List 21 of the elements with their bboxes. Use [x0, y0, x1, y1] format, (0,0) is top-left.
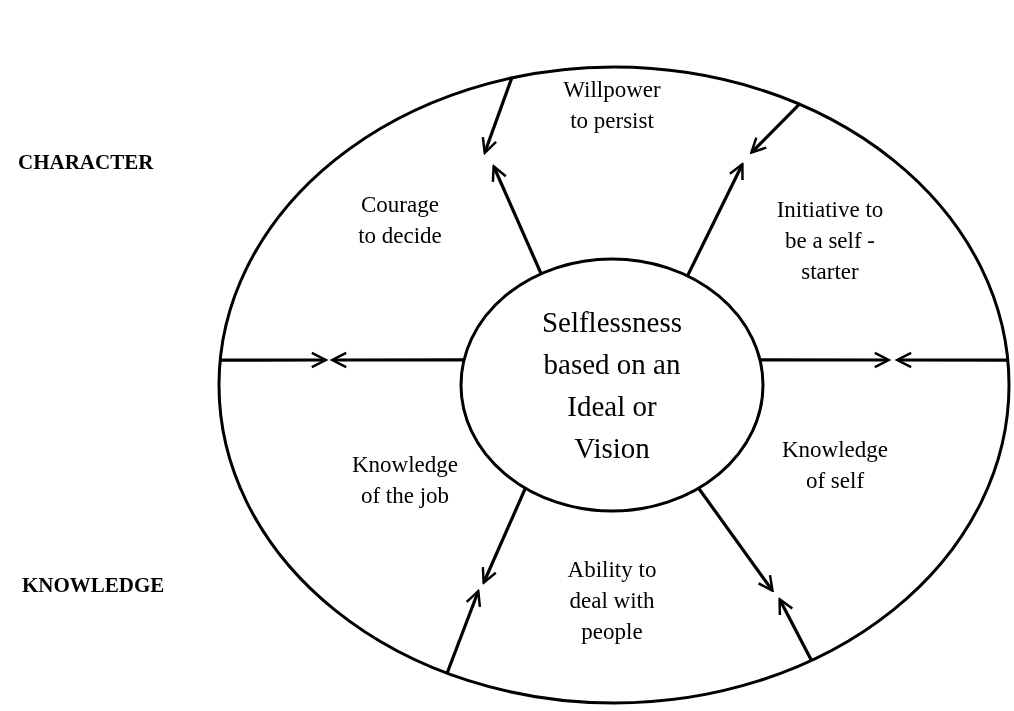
sector-label: Ability to deal with people — [558, 553, 666, 647]
arrow — [778, 598, 813, 662]
sector-label: Willpower to persist — [556, 74, 668, 136]
arrow — [481, 487, 527, 585]
arrow — [697, 487, 774, 592]
arrow — [481, 77, 514, 155]
sector-label: Courage to decide — [352, 189, 448, 251]
center-text: Selflessness based on an Ideal or Vision — [540, 305, 684, 466]
arrow — [895, 351, 1008, 369]
arrow — [330, 351, 465, 369]
arrow — [750, 103, 801, 154]
sector-label: Knowledge of the job — [345, 449, 465, 511]
arrow — [686, 163, 744, 277]
arrow — [445, 589, 482, 674]
arrow — [491, 164, 543, 275]
arrow — [759, 351, 891, 369]
side-heading: KNOWLEDGE — [22, 573, 165, 598]
sector-label: Initiative to be a self -starter — [775, 193, 885, 287]
arrow — [220, 351, 328, 369]
side-heading: CHARACTER — [18, 150, 154, 175]
sector-label: Knowledge of self — [779, 434, 891, 496]
